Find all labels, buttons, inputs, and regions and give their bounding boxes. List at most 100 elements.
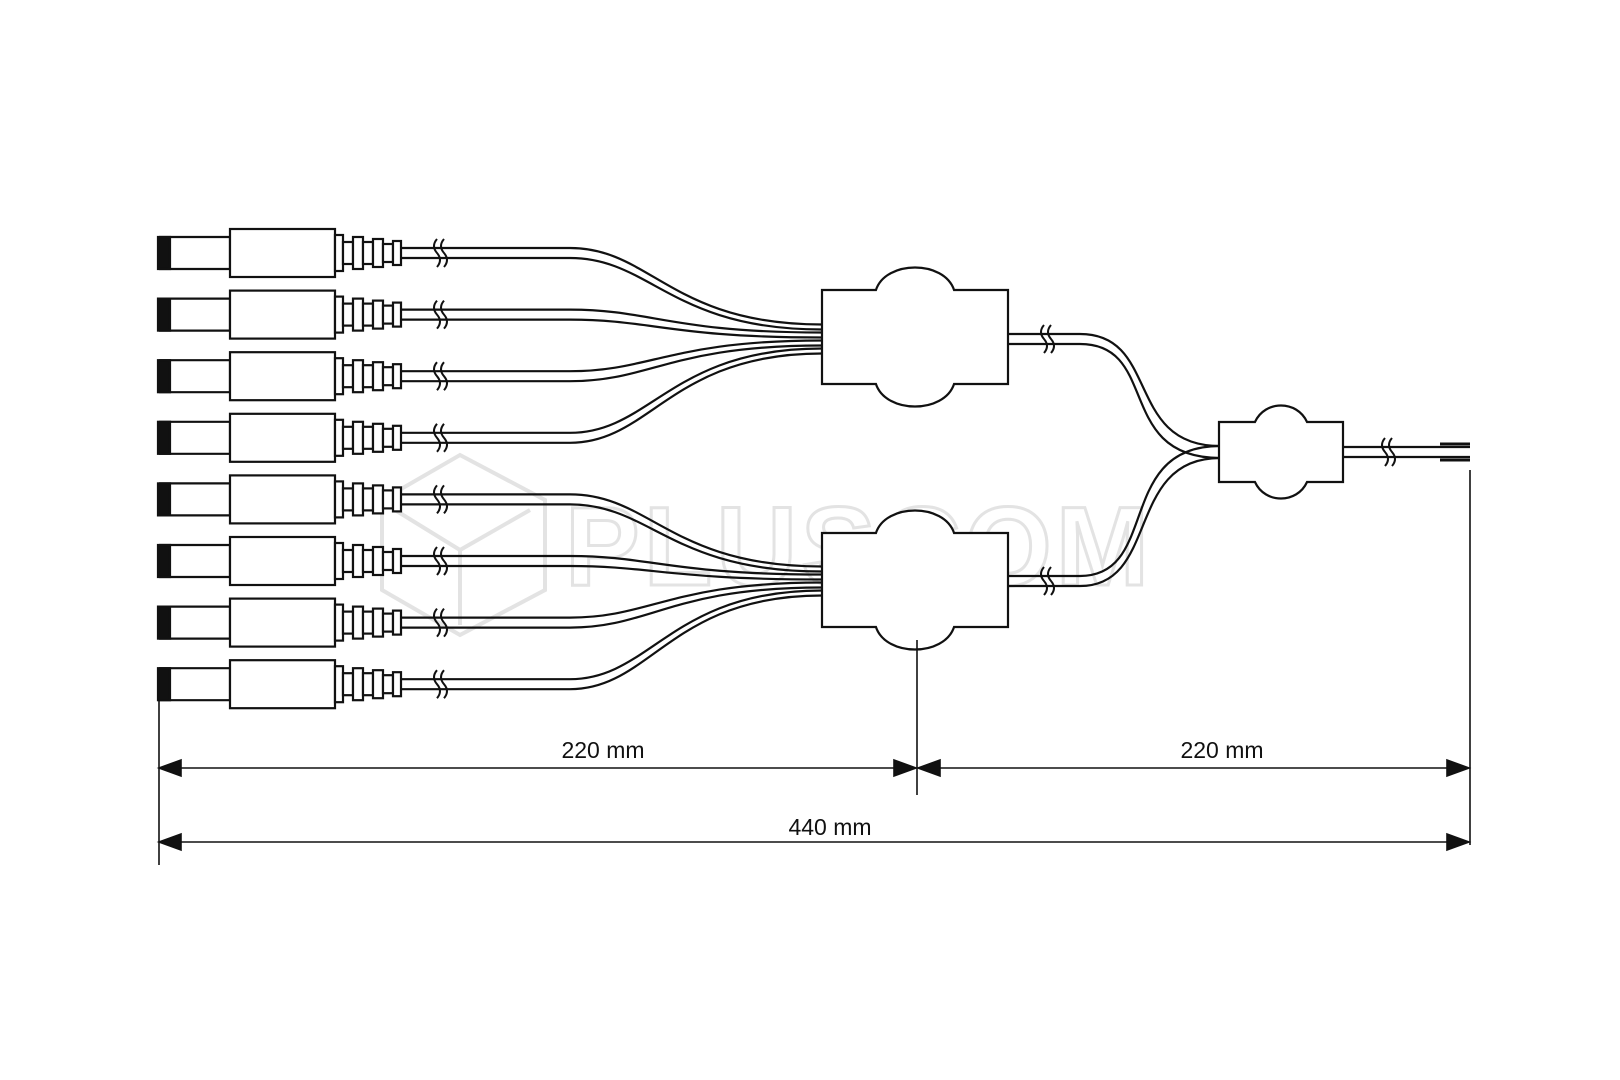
cable-break-mark [433,607,441,638]
strain-relief-ring [391,301,403,328]
dc-plug-connector [156,535,403,587]
strain-relief-ring [381,550,395,572]
strain-relief-ring [381,304,395,325]
splitter-hub-upper-shape [820,266,1010,408]
cable-break-mark [440,546,448,576]
strain-relief-ring [341,240,355,266]
connector-cable-wire [400,493,823,568]
strain-relief-ring [333,357,345,396]
splitter-hub-lower-shape [820,509,1010,651]
strain-relief-ring [361,240,375,266]
cable-break-mark [433,669,441,699]
plug-body [228,597,337,648]
watermark-logo: PLUSCOM [380,452,1151,638]
strain-relief-ring [341,425,355,450]
dim-label-total: 440 mm [788,814,871,840]
strain-relief-ring [333,541,345,581]
strain-relief-ring [371,422,385,453]
cable-break-mark [433,238,441,268]
junction-hubs [820,266,1345,651]
plug-tip-end [156,605,172,640]
plug-tip-end [156,482,172,517]
trunk-cable-wire [1006,332,1221,448]
cable-break-mark [433,361,441,391]
cable-break-mark [1047,566,1055,596]
cable-break-mark [1381,437,1389,467]
strain-relief-ring [381,427,395,448]
strain-relief-ring [381,612,395,633]
cable-break-mark [433,484,441,515]
strain-relief-ring [371,607,385,638]
plug-body [228,289,337,340]
strain-relief-ring [341,548,355,574]
cable-break-mark [440,361,448,391]
plug-body [228,659,337,710]
watermark-cube-icon [380,452,547,638]
plug-body [228,227,337,279]
strain-relief-ring [361,487,375,512]
dc-plug-connector [156,597,403,648]
connector-cable-wire [400,256,823,331]
strain-relief-ring [371,299,385,330]
connector-cable-wire [400,589,823,681]
strain-relief-ring [381,366,395,387]
dimension-lines [156,470,1472,865]
strain-relief-ring [391,363,403,390]
cable-break-mark [440,299,448,330]
cable-break-mark [440,607,448,638]
dim-label-left: 220 mm [561,737,644,763]
arrowhead-left-end [893,758,919,778]
plug-tip-end [156,235,172,271]
cable-break-mark [1040,324,1048,354]
main-junction-hub [1217,404,1345,500]
trunk-cable-wire [1006,456,1221,588]
strain-relief-ring [381,242,395,264]
trunk-cable-wire [1006,444,1221,578]
connector-cable-wire [400,318,823,339]
cable-break-mark [433,423,441,453]
plug-tip-end [156,297,172,332]
cable-break-mark [433,299,441,330]
strain-relief-ring [341,610,355,635]
dim-label-right: 220 mm [1180,737,1263,763]
strain-relief-ring [361,302,375,327]
strain-relief-ring [391,547,403,575]
strain-relief-ring [371,669,385,700]
strain-relief-ring [351,420,365,455]
connector-cable-wire [400,344,823,383]
connector-cable-wire [400,586,823,629]
connector-cable-wire [400,581,823,619]
strain-relief-ring [391,239,403,267]
strain-relief-ring [371,237,385,269]
strain-relief-ring [341,302,355,327]
arrowhead-total-start [156,832,182,852]
dc-plug-connector [156,659,403,710]
strain-relief-ring [333,480,345,519]
strain-relief-ring [361,610,375,635]
strain-relief-ring [351,605,365,640]
main-junction-hub-shape [1217,404,1345,500]
dc-plug-connector [156,289,403,340]
strain-relief-ring [333,665,345,704]
strain-relief-ring [333,603,345,642]
plug-tip-end [156,359,172,394]
dc-plug-connector [156,227,403,279]
strain-relief-ring [381,674,395,695]
strain-relief-ring [351,297,365,332]
connector-cable-wire [400,308,823,334]
cable-break-mark [440,423,448,453]
strain-relief-ring [351,359,365,394]
plug-body [228,412,337,463]
strain-relief-ring [341,364,355,389]
connector-cable-wire [400,554,823,576]
strain-relief-ring [351,235,365,271]
cable-break-mark [1047,324,1055,354]
connector-cable-wire [400,564,823,581]
strain-relief-ring [341,487,355,512]
strain-relief-ring [333,295,345,334]
strain-relief-ring [381,489,395,510]
strain-relief-ring [371,361,385,392]
strain-relief-ring [361,364,375,389]
arrowhead-right-start [915,758,941,778]
